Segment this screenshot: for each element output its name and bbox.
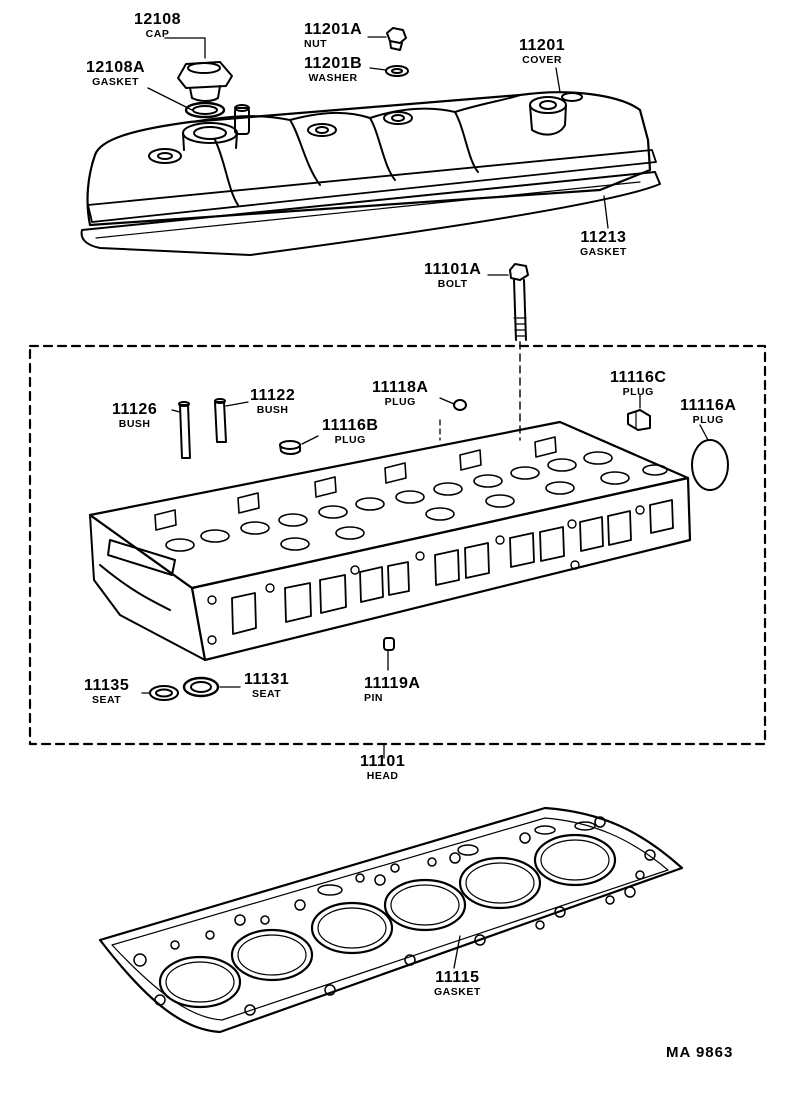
- part-name: GASKET: [92, 76, 139, 88]
- filler-boss: [182, 122, 238, 151]
- part-number: 11116C: [610, 369, 667, 386]
- part-name: PIN: [364, 692, 384, 704]
- drawing-code: MA 9863: [666, 1044, 734, 1061]
- part-name: SEAT: [92, 694, 122, 706]
- part-name: BUSH: [118, 418, 151, 430]
- bush-11126: [178, 401, 191, 459]
- label-11116c: 11116C PLUG: [610, 370, 666, 398]
- part-name: BUSH: [256, 404, 289, 416]
- part-number: 11101A: [424, 261, 482, 278]
- part-name: BOLT: [437, 278, 468, 290]
- cap-gasket: [184, 101, 226, 119]
- label-11126: 11126 BUSH: [112, 402, 157, 430]
- head-bolt: [509, 263, 529, 441]
- part-name: PLUG: [622, 386, 654, 398]
- pin-11119a: [383, 637, 395, 651]
- label-11115: 11115 GASKET: [434, 970, 481, 998]
- oil-filler-cap: [177, 61, 233, 102]
- part-number: 11201: [519, 37, 566, 54]
- label-11135: 11135 SEAT: [84, 678, 129, 706]
- label-12108: 12108 CAP: [134, 12, 181, 40]
- part-number: 11119A: [364, 675, 421, 692]
- head-group-frame: [28, 344, 767, 746]
- part-name: PLUG: [384, 396, 416, 408]
- label-11213: 11213 GASKET: [580, 230, 627, 258]
- plug-11116c: [627, 409, 651, 431]
- label-11101: 11101 HEAD: [360, 754, 405, 782]
- cover-gasket: [80, 171, 661, 256]
- part-number: 11101: [360, 753, 406, 770]
- seat-11131: [182, 676, 220, 698]
- label-11101a: 11101A BOLT: [424, 262, 481, 290]
- plug-11118a: [453, 399, 467, 411]
- cover-bosses: [148, 92, 583, 164]
- valve-cover: [86, 91, 657, 227]
- part-name: GASKET: [580, 246, 627, 258]
- breather-pipe: [234, 104, 250, 135]
- leader-lines: [141, 36, 709, 969]
- plug-11116b: [279, 440, 301, 455]
- plug-11116a: [691, 439, 729, 491]
- part-number: 11135: [84, 677, 130, 694]
- part-number: 11116A: [680, 397, 737, 414]
- label-11201: 11201 COVER: [519, 38, 565, 66]
- nut: [386, 27, 407, 51]
- part-number: 11126: [112, 401, 158, 418]
- part-number: 11201B: [304, 55, 363, 72]
- part-number: 11115: [435, 969, 480, 986]
- label-11201a: 11201A NUT: [304, 22, 362, 50]
- part-number: 11201A: [304, 21, 363, 38]
- part-number: 11131: [244, 671, 290, 688]
- part-name: COVER: [522, 54, 562, 66]
- label-11122: 11122 BUSH: [250, 388, 295, 416]
- part-name: PLUG: [334, 434, 366, 446]
- part-name: WASHER: [308, 72, 358, 84]
- part-name: SEAT: [252, 688, 282, 700]
- head-gasket: [98, 806, 684, 1034]
- seat-11135: [149, 685, 179, 701]
- label-11201b: 11201B WASHER: [304, 56, 362, 84]
- label-11119a: 11119A PIN: [364, 676, 420, 704]
- part-name: NUT: [304, 38, 328, 50]
- part-number: 11116B: [322, 417, 379, 434]
- bush-11122: [214, 398, 227, 443]
- part-number: 11122: [250, 387, 296, 404]
- label-12108a: 12108A GASKET: [86, 60, 145, 88]
- part-name: HEAD: [366, 770, 399, 782]
- part-name: PLUG: [692, 414, 724, 426]
- cylinder-head: [88, 419, 692, 662]
- part-name: GASKET: [434, 986, 481, 998]
- label-11116a: 11116A PLUG: [680, 398, 736, 426]
- label-11118a: 11118A PLUG: [372, 380, 428, 408]
- part-name: CAP: [145, 28, 170, 40]
- part-number: 11213: [580, 229, 627, 246]
- washer: [385, 65, 409, 77]
- part-number: 12108A: [86, 59, 146, 76]
- part-number: 12108: [134, 11, 181, 28]
- label-11131: 11131 SEAT: [244, 672, 289, 700]
- part-number: 11118A: [372, 379, 429, 396]
- label-11116b: 11116B PLUG: [322, 418, 378, 446]
